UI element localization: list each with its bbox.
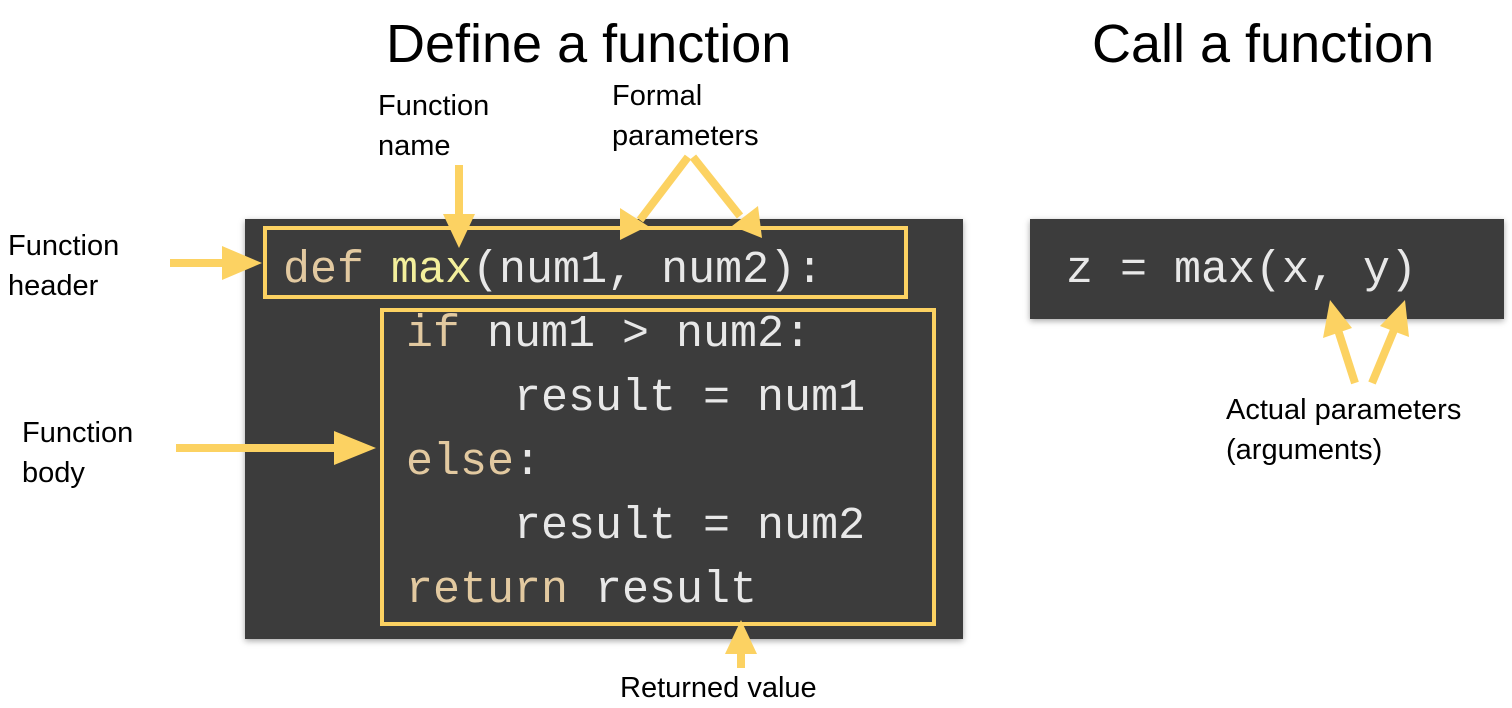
arrow-icon — [1368, 300, 1409, 385]
return-keyword: return — [406, 565, 569, 616]
arrow-icon — [725, 620, 757, 668]
define-code-panel — [245, 219, 963, 639]
function-body-highlight — [380, 308, 936, 626]
else-line: else: — [406, 437, 542, 488]
return-line: return result — [406, 565, 758, 616]
arrow-icon — [1323, 300, 1359, 385]
actual-parameters-label: Actual parameters (arguments) — [1226, 394, 1462, 466]
function-header-label: Function header — [8, 230, 120, 302]
arrow-icon — [170, 246, 262, 280]
formal-parameters-code: (num1, num2): — [472, 245, 824, 296]
call-code: z = max(x, y) — [1066, 245, 1418, 296]
define-title: Define a function — [386, 14, 792, 74]
assign-line-2: result = num2 — [406, 501, 866, 552]
function-header-highlight — [263, 226, 908, 299]
assign-line-1: result = num1 — [406, 373, 866, 424]
call-title: Call a function — [1092, 14, 1435, 74]
arrow-icon — [689, 154, 762, 238]
call-code-panel — [1030, 219, 1504, 319]
arrow-icon — [443, 165, 475, 248]
else-keyword: else — [406, 437, 515, 488]
returned-value-label: Returned value — [620, 672, 817, 704]
arrow-icon — [620, 154, 692, 240]
if-line: if num1 > num2: — [406, 309, 812, 360]
function-name-label: Function name — [378, 90, 490, 162]
function-body-label: Function body — [22, 417, 134, 489]
arrow-icon — [176, 431, 376, 465]
formal-parameters-label: Formal parameters — [612, 80, 759, 152]
function-header-code: def max(num1, num2): — [283, 239, 823, 303]
if-keyword: if — [406, 309, 461, 360]
function-name-code: max — [391, 245, 473, 296]
def-keyword: def — [283, 245, 365, 296]
